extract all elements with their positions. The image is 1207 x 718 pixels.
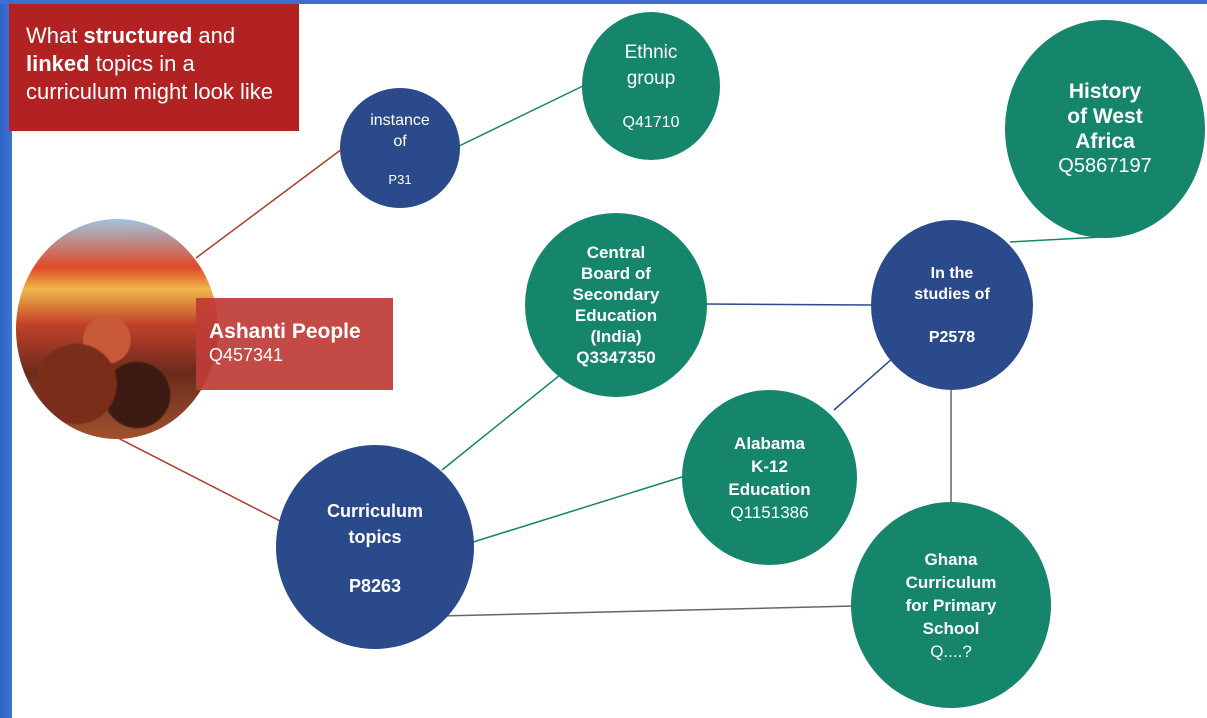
node-ethnic-group: Ethnic group Q41710 bbox=[582, 12, 720, 160]
node-curriculum-id: P8263 bbox=[348, 575, 402, 596]
node-alabama-label: Alabama K-12 Education bbox=[728, 433, 811, 499]
link-cbse-studies bbox=[705, 303, 872, 306]
ashanti-people-label: Ashanti People Q457341 bbox=[196, 298, 393, 390]
link-curriculum-cbse bbox=[441, 374, 561, 471]
node-history-west-africa: History of West Africa Q5867197 bbox=[1005, 20, 1205, 238]
slide-title-line-1: What structured and bbox=[26, 23, 236, 48]
node-central-board-label: Central Board of Secondary Education (In… bbox=[572, 243, 660, 346]
node-instance-of-id: P31 bbox=[388, 171, 412, 187]
node-central-board: Central Board of Secondary Education (In… bbox=[525, 213, 707, 397]
node-curriculum-topics: Curriculum topics P8263 bbox=[276, 445, 474, 649]
node-history-label: History of West Africa bbox=[1067, 80, 1143, 153]
node-alabama: Alabama K-12 Education Q1151386 bbox=[682, 390, 857, 565]
node-instance-of-label: instance of bbox=[370, 111, 430, 150]
slide-title-line-3: curriculum might look like bbox=[26, 79, 273, 104]
node-ghana-curriculum: Ghana Curriculum for Primary School Q...… bbox=[851, 502, 1051, 708]
node-instance-of: instance of P31 bbox=[340, 88, 460, 208]
slide-title-box: What structured and linked topics in a c… bbox=[9, 4, 299, 131]
node-ethnic-group-id: Q41710 bbox=[622, 114, 680, 131]
ashanti-people-name: Ashanti People bbox=[209, 320, 361, 343]
link-curriculum-alabama bbox=[469, 475, 686, 544]
node-in-the-studies-of: In the studies of P2578 bbox=[871, 220, 1033, 390]
node-curriculum-label: Curriculum topics bbox=[326, 500, 423, 547]
node-alabama-id: Q1151386 bbox=[730, 502, 809, 522]
node-studies-of-label: In the studies of bbox=[914, 265, 990, 303]
node-central-board-id: Q3347350 bbox=[576, 348, 656, 367]
node-history-id: Q5867197 bbox=[1058, 155, 1152, 177]
node-studies-of-id: P2578 bbox=[928, 329, 976, 346]
node-ethnic-group-label: Ethnic group bbox=[624, 42, 678, 89]
ashanti-festival-image bbox=[16, 219, 218, 439]
slide-frame-left bbox=[0, 0, 12, 718]
link-curriculum-ghana bbox=[439, 605, 855, 617]
node-ghana-label: Ghana Curriculum for Primary School bbox=[905, 549, 997, 638]
ashanti-people-id: Q457341 bbox=[209, 345, 284, 365]
link-ashanti-instance bbox=[195, 142, 351, 259]
slide-frame-top bbox=[0, 0, 1207, 4]
link-instance-ethnic bbox=[454, 84, 586, 149]
node-ghana-id: Q....? bbox=[930, 641, 972, 661]
link-alabama-studies bbox=[833, 357, 894, 411]
slide-title-line-2: linked topics in a bbox=[26, 51, 195, 76]
link-ashanti-curriculum bbox=[117, 437, 283, 523]
